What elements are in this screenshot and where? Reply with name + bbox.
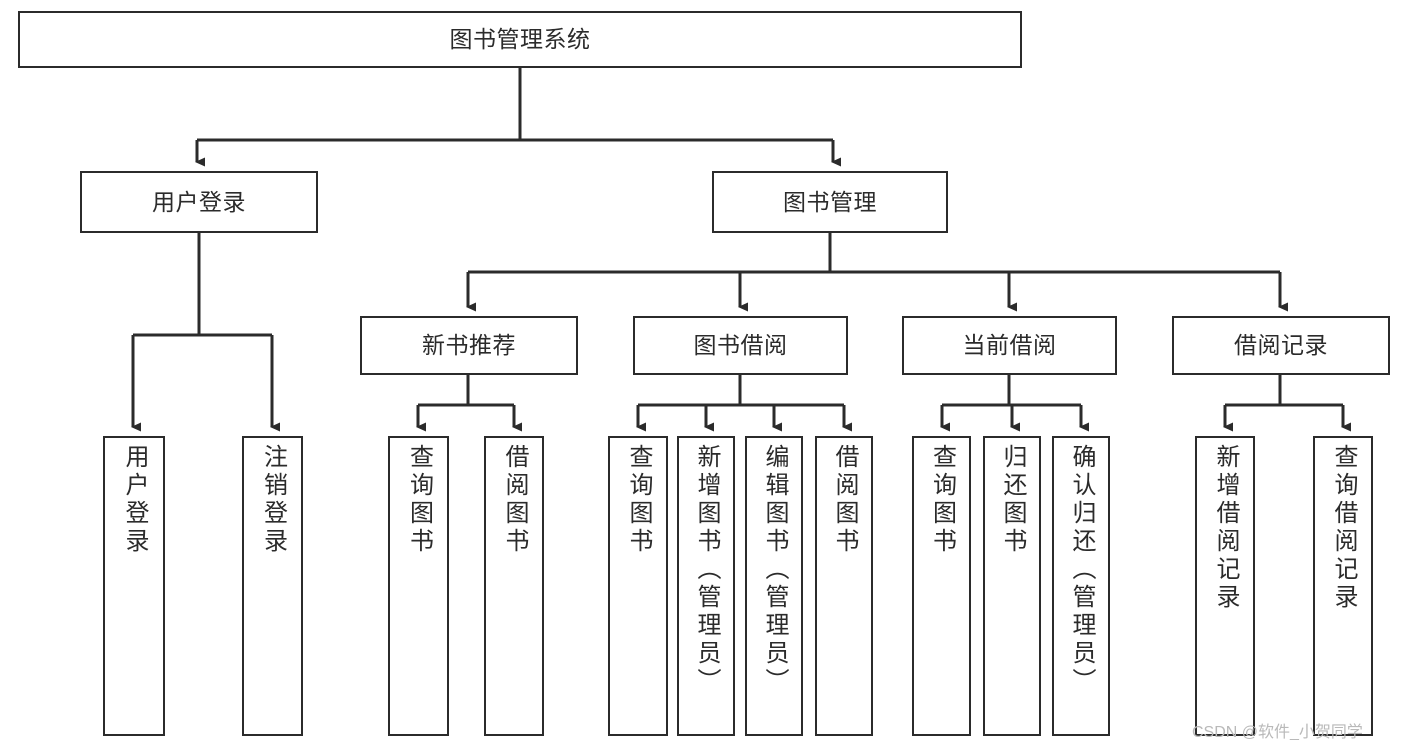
node-leaf-query-book-1[interactable]: 查询图书 [388, 436, 449, 736]
node-leaf-confirm-return-label: 确认归还（管理员） [1068, 444, 1095, 696]
node-leaf-add-book[interactable]: 新增图书（管理员） [677, 436, 735, 736]
node-leaf-query-book-3-label: 查询图书 [928, 444, 956, 556]
node-leaf-borrow-book-2-label: 借阅图书 [831, 444, 858, 556]
node-leaf-return-book-label: 归还图书 [999, 444, 1026, 556]
node-leaf-query-book-2-label: 查询图书 [625, 444, 652, 556]
node-book-borrow[interactable]: 图书借阅 [633, 316, 848, 375]
node-leaf-edit-book[interactable]: 编辑图书（管理员） [745, 436, 803, 736]
node-leaf-borrow-book-1[interactable]: 借阅图书 [484, 436, 544, 736]
node-current-borrow-label: 当前借阅 [962, 332, 1057, 359]
node-root[interactable]: 图书管理系统 [18, 11, 1022, 68]
node-leaf-add-book-label: 新增图书（管理员） [693, 444, 720, 696]
node-book-manage-label: 图书管理 [783, 188, 877, 215]
node-leaf-user-logout-label: 注销登录 [259, 444, 287, 556]
csdn-watermark: CSDN @软件_小贺同学 [1192, 724, 1363, 741]
node-new-book-recommend[interactable]: 新书推荐 [360, 316, 578, 375]
node-leaf-borrow-book-2[interactable]: 借阅图书 [815, 436, 873, 736]
node-leaf-query-book-1-label: 查询图书 [405, 444, 433, 556]
node-user-login-label: 用户登录 [152, 188, 246, 215]
node-new-book-recommend-label: 新书推荐 [422, 332, 516, 359]
node-root-label: 图书管理系统 [449, 26, 591, 53]
node-leaf-edit-book-label: 编辑图书（管理员） [761, 444, 788, 696]
node-leaf-query-book-3[interactable]: 查询图书 [912, 436, 971, 736]
node-leaf-user-logout[interactable]: 注销登录 [242, 436, 303, 736]
node-current-borrow[interactable]: 当前借阅 [902, 316, 1117, 375]
node-leaf-user-login[interactable]: 用户登录 [103, 436, 165, 736]
node-leaf-add-record[interactable]: 新增借阅记录 [1195, 436, 1255, 736]
node-leaf-query-record-label: 查询借阅记录 [1330, 444, 1357, 612]
node-leaf-borrow-book-1-label: 借阅图书 [501, 444, 528, 556]
node-leaf-query-record[interactable]: 查询借阅记录 [1313, 436, 1373, 736]
node-leaf-confirm-return[interactable]: 确认归还（管理员） [1052, 436, 1110, 736]
node-borrow-record[interactable]: 借阅记录 [1172, 316, 1390, 375]
node-user-login[interactable]: 用户登录 [80, 171, 318, 233]
node-book-manage[interactable]: 图书管理 [712, 171, 948, 233]
node-leaf-return-book[interactable]: 归还图书 [983, 436, 1041, 736]
node-book-borrow-label: 图书借阅 [693, 332, 788, 359]
node-leaf-query-book-2[interactable]: 查询图书 [608, 436, 668, 736]
node-leaf-user-login-label: 用户登录 [121, 444, 148, 556]
node-borrow-record-label: 借阅记录 [1234, 332, 1328, 359]
node-leaf-add-record-label: 新增借阅记录 [1212, 444, 1239, 612]
